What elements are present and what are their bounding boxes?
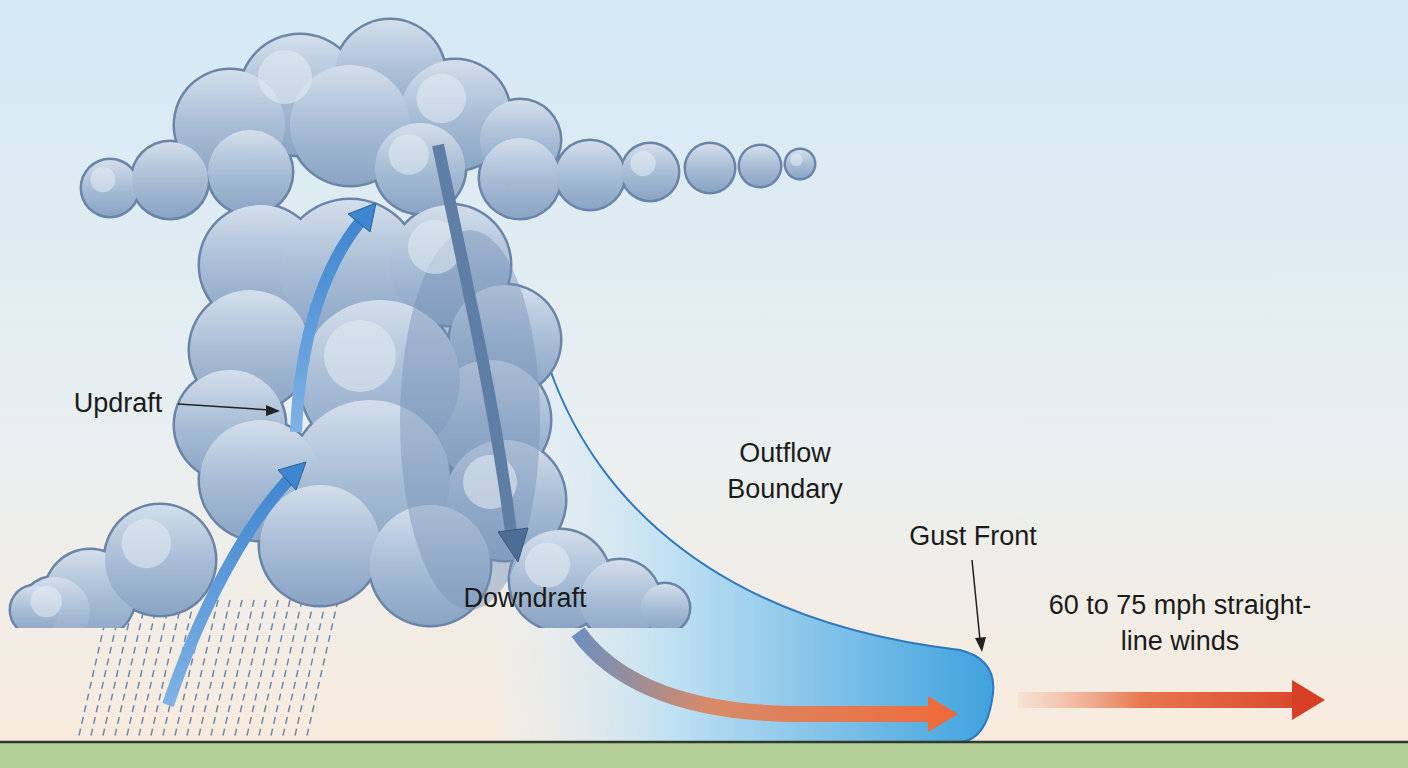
leader-line: [972, 560, 980, 640]
updraft-label: Updraft: [48, 385, 188, 421]
outflow-boundary-label: Outflow Boundary: [700, 435, 870, 507]
outflow-boundary-line: [530, 290, 993, 742]
updraft-arrow: [168, 476, 292, 705]
wind-arrow: [1018, 692, 1295, 708]
updraft-arrow: [296, 222, 360, 432]
gust-front-label: Gust Front: [883, 518, 1063, 554]
downdraft-label: Downdraft: [435, 580, 615, 616]
outflow-region: [500, 290, 993, 742]
ground: [0, 742, 1408, 768]
leader-line: [178, 404, 270, 410]
outflow-arrow: [578, 632, 930, 714]
downdraft-arrow: [438, 145, 512, 540]
wind-speed-label: 60 to 75 mph straight-line winds: [1045, 587, 1315, 659]
cumulonimbus-cloud: [9, 18, 817, 629]
